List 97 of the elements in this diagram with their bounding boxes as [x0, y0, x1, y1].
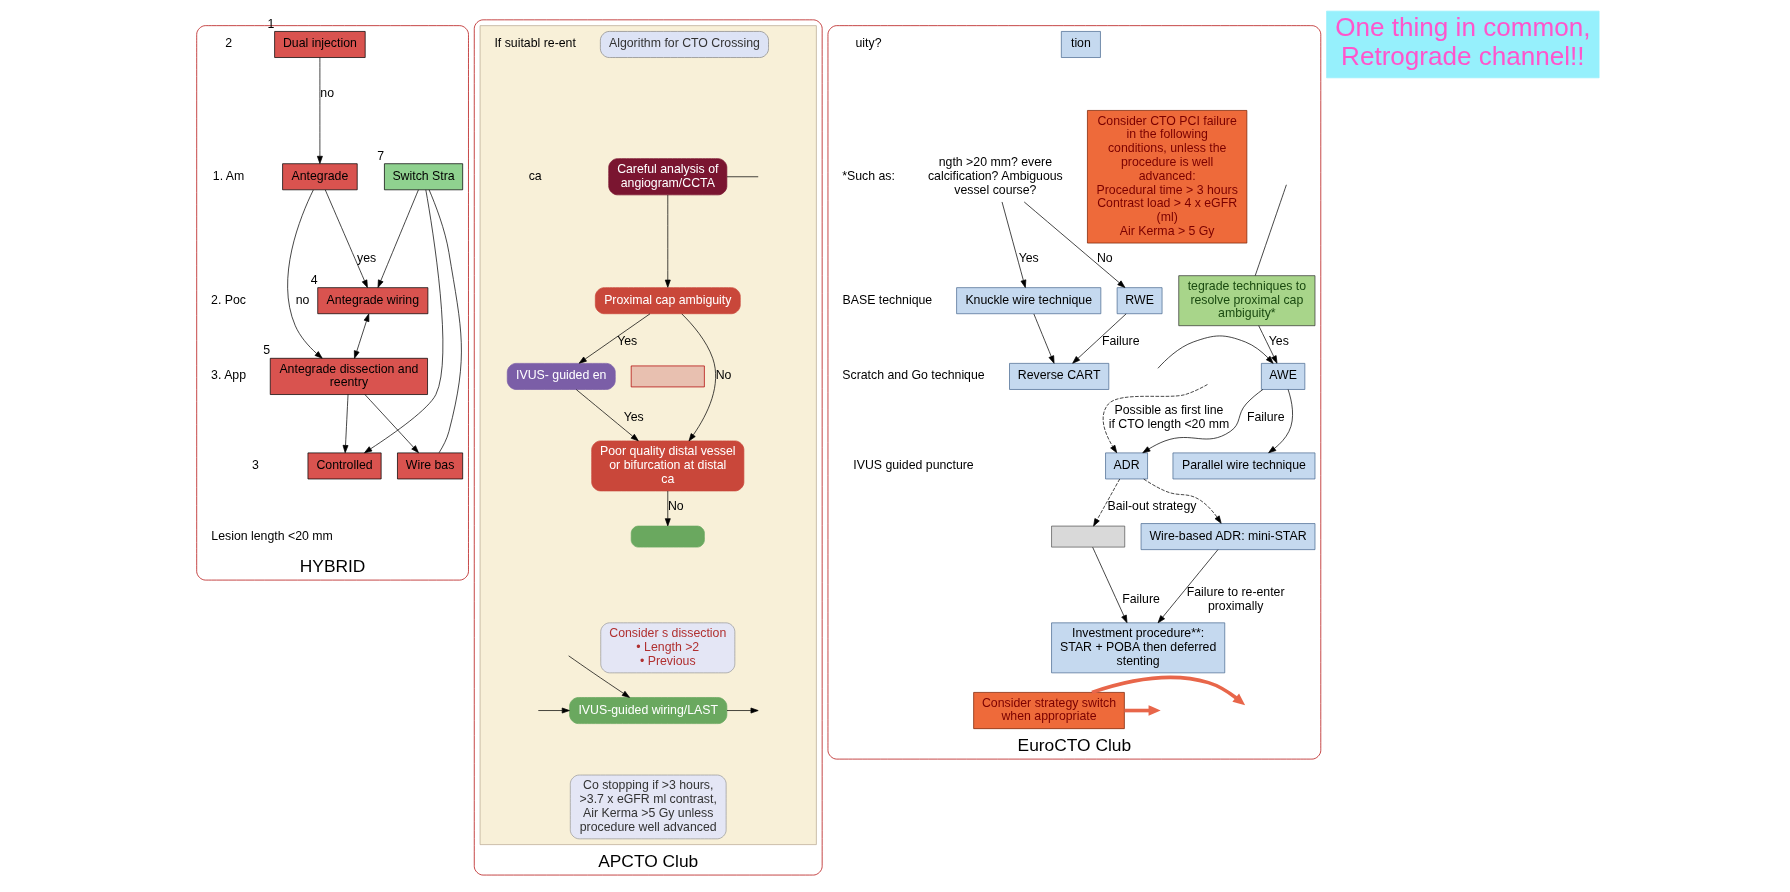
- node-box: Co stopping if >3 hours, >3.7 x eGFR ml contrast, Air Kerma >5 Gy unless procedure well advanced: [569, 774, 727, 840]
- arrow: [377, 189, 419, 288]
- label: Scratch and Go technique: [842, 368, 985, 383]
- arrow: [726, 707, 759, 714]
- arrow: [1023, 201, 1126, 288]
- arrow: [1001, 201, 1027, 288]
- arrow: [364, 189, 444, 454]
- node-box: RWE: [1116, 287, 1163, 315]
- node-box: Knuckle wire technique: [956, 287, 1102, 315]
- edge-label: yes: [357, 251, 377, 266]
- node-box: [630, 525, 705, 548]
- arrow: [1258, 325, 1278, 364]
- arrow: [1102, 384, 1208, 454]
- node-box: Consider strategy switch when appropriate: [973, 692, 1125, 729]
- edge-label: no: [295, 292, 310, 307]
- node-box: Wire-based ADR: mini-STAR: [1140, 523, 1316, 550]
- arrow: [1142, 389, 1264, 454]
- label: 2. Poc: [211, 292, 247, 307]
- node-box: Consider CTO PCI failure in the following conditions, unless the procedure is well advanced: Procedural time > 3 hours Contrast load > 4 x eGFR (ml) Air Kerma > 5 Gy: [1087, 110, 1248, 244]
- node-box: [630, 365, 705, 388]
- arrow: [1143, 478, 1222, 524]
- node-box: Controlled: [307, 452, 382, 480]
- label: Lesion length <20 mm: [211, 528, 333, 543]
- label: 2: [225, 36, 233, 51]
- edge-label: No: [715, 368, 732, 383]
- node-label: 4: [310, 272, 318, 287]
- edge-label: No: [1096, 251, 1113, 266]
- node-box: Parallel wire technique: [1172, 452, 1316, 480]
- label: BASE technique: [842, 292, 933, 307]
- node-box: Antegrade dissection and reentry: [269, 357, 428, 395]
- arrow: [353, 313, 370, 359]
- node-box: AWE: [1261, 363, 1306, 390]
- arrow: [1268, 389, 1293, 454]
- node-box: Poor quality distal vessel or bifurcation at distal ca: [591, 440, 745, 492]
- connector: [1254, 184, 1287, 276]
- edge-label: Failure to re-enter proximally: [1186, 584, 1285, 613]
- node-box: tion: [1060, 31, 1101, 58]
- arrow: [664, 194, 671, 288]
- arrow: [1091, 675, 1246, 706]
- node-box: Switch Stra: [384, 163, 464, 191]
- label: 3: [251, 457, 259, 472]
- arrow: [1157, 549, 1219, 624]
- node-box: IVUS- guided en: [506, 363, 616, 390]
- arrow: [681, 313, 716, 442]
- arrow: [1093, 478, 1121, 527]
- edge-label: Failure: [1122, 591, 1160, 606]
- node-text: ngth >20 mm? evere calcification? Ambiguous vessel course?: [927, 154, 1063, 197]
- arrow: [1157, 335, 1278, 369]
- label: 3. App: [211, 368, 247, 383]
- arrow: [1092, 546, 1128, 623]
- node-box: Antegrade wiring: [317, 287, 429, 315]
- label: *Such as:: [842, 168, 895, 183]
- edge-label: Possible as first line if CTO length <20 mm: [1108, 402, 1230, 431]
- node-box: Careful analysis of angiogram/CCTA: [608, 158, 728, 196]
- edge-label: Bail-out strategy: [1107, 499, 1197, 514]
- arrow: [324, 189, 368, 288]
- node-box: Reverse CART: [1009, 363, 1110, 390]
- node-box: tegrade techniques to resolve proximal cap ambiguity*: [1178, 275, 1316, 327]
- label: If suitabl re-ent: [494, 36, 576, 51]
- label: ca: [528, 168, 542, 183]
- node-box: Proximal cap ambiguity: [594, 287, 741, 315]
- edge-label: Yes: [623, 409, 644, 424]
- arrow: [1124, 705, 1161, 716]
- node-label: 5: [263, 343, 271, 358]
- node-box: IVUS-guided wiring/LAST: [569, 697, 728, 724]
- edge-label: Yes: [617, 333, 638, 348]
- edge-label: Yes: [1018, 251, 1039, 266]
- connector: [428, 189, 462, 454]
- arrow: [364, 394, 419, 454]
- arrow: [287, 189, 323, 359]
- arrow: [578, 313, 651, 364]
- arrow: [568, 655, 630, 698]
- label: IVUS guided puncture: [853, 457, 974, 472]
- label: 1. Am: [212, 168, 245, 183]
- node-box: Investment procedure**: STAR + POBA then deferred stenting: [1051, 622, 1226, 674]
- node-box: Antegrade: [282, 163, 358, 191]
- arrow: [537, 707, 570, 714]
- edge-label: No: [667, 499, 684, 514]
- label: uity?: [855, 36, 882, 51]
- node-box: ADR: [1105, 452, 1148, 480]
- arrow: [664, 490, 671, 527]
- node-box: Dual injection: [274, 31, 366, 58]
- edge-label: no: [320, 86, 334, 101]
- node-box: One thing in common, Retrograde channel!!: [1326, 10, 1600, 79]
- arrow: [342, 394, 349, 454]
- edge-label: Failure: [1101, 333, 1140, 348]
- arrow: [317, 57, 323, 164]
- node-box: Algorithm for CTO Crossing: [600, 31, 769, 58]
- arrow: [1072, 313, 1127, 364]
- arrow: [575, 389, 639, 442]
- node-label: 7: [377, 148, 385, 163]
- node-box: [1051, 525, 1126, 548]
- edge-label: Yes: [1268, 333, 1289, 348]
- edge-label: Failure: [1246, 409, 1285, 424]
- node-box: Consider s dissection • Length >2 • Previous: [600, 622, 736, 674]
- arrow: [1033, 313, 1055, 364]
- node-box: Wire bas: [397, 452, 464, 480]
